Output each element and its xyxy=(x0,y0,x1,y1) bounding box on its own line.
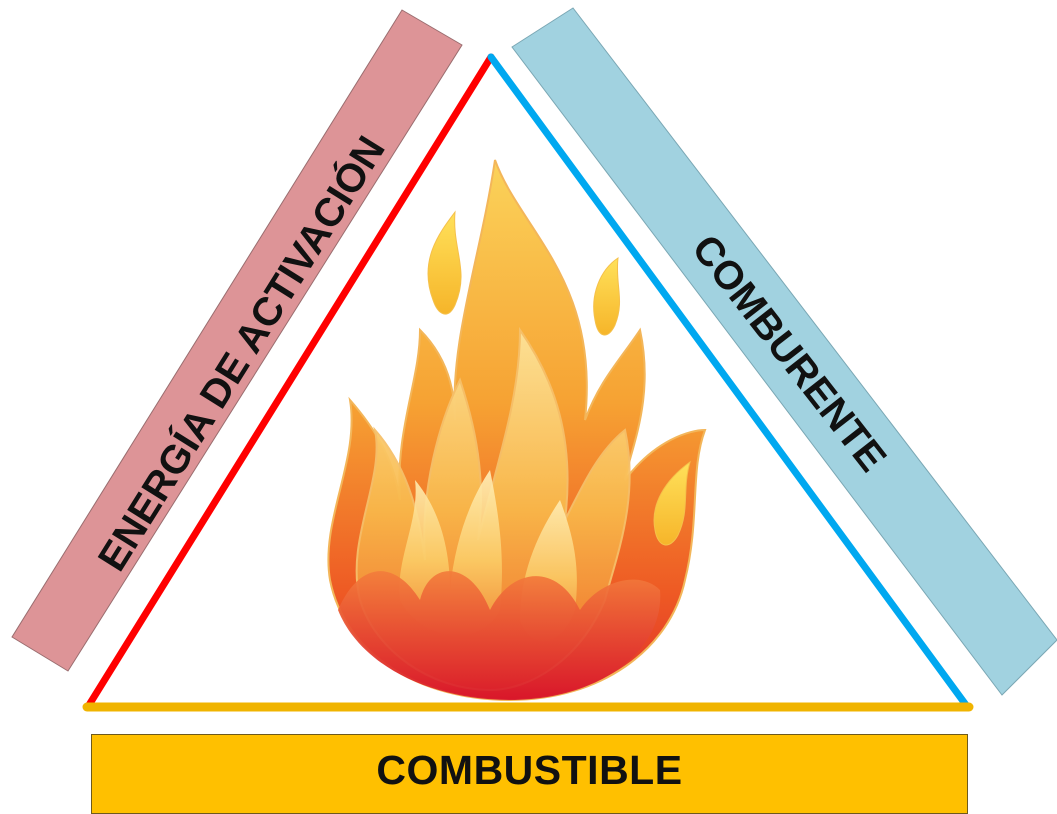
bottom-bar-label: COMBUSTIBLE xyxy=(376,747,683,793)
bottom-bar: COMBUSTIBLE xyxy=(91,734,968,814)
triangle-left-edge xyxy=(85,53,495,709)
right-band-shape xyxy=(511,7,1057,696)
triangle xyxy=(82,53,974,712)
left-band-shape xyxy=(11,9,463,672)
right-band-label: COMBURENTE xyxy=(683,227,894,480)
triangle-right-edge xyxy=(487,53,970,709)
fire-icon xyxy=(327,159,707,702)
